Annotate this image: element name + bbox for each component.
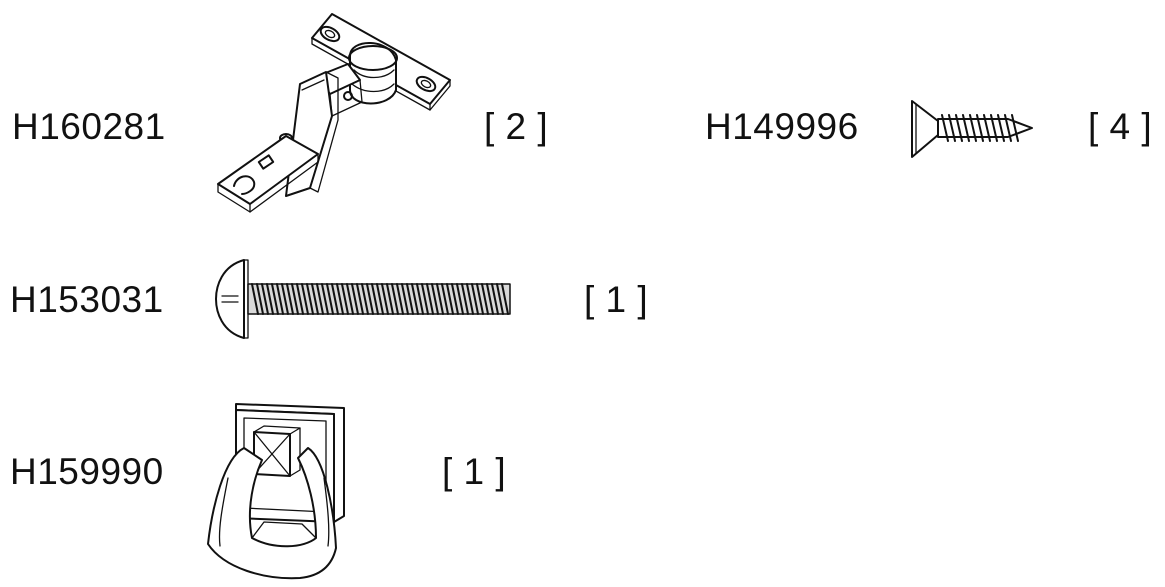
- drop-pull-handle-icon: [204, 398, 354, 584]
- part-code-hinge: H160281: [12, 106, 166, 147]
- concealed-hinge-icon: [214, 8, 454, 216]
- quantity-machine-screw: [ 1 ]: [584, 279, 649, 320]
- flat-head-wood-screw-icon: [908, 97, 1038, 163]
- part-code-pull-handle: H159990: [10, 451, 164, 492]
- quantity-wood-screw: [ 4 ]: [1088, 106, 1153, 147]
- part-code-machine-screw: H153031: [10, 279, 164, 320]
- quantity-hinge: [ 2 ]: [484, 106, 549, 147]
- truss-head-machine-screw-icon: [214, 256, 514, 342]
- part-code-wood-screw: H149996: [705, 106, 859, 147]
- quantity-pull-handle: [ 1 ]: [442, 451, 507, 492]
